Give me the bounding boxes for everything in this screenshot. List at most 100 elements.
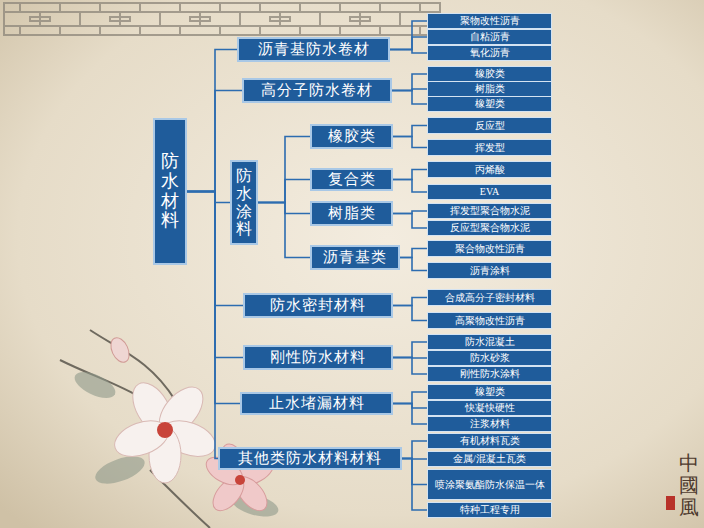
node-text: 反应型: [472, 120, 508, 132]
item-box: 金属/混凝土瓦类: [427, 451, 552, 467]
item-box: 快凝快硬性: [427, 400, 552, 416]
node-text: 防水涂料: [236, 167, 252, 237]
category-box: 树脂类: [310, 201, 393, 226]
item-box: 氧化沥青: [427, 45, 552, 61]
node-text: 防水混凝土: [462, 336, 518, 348]
item-box: 反应型聚合物水泥: [427, 220, 552, 236]
node-text: 橡胶类: [472, 68, 508, 80]
node-text: 高分子防水卷材: [261, 82, 373, 99]
node-text: 聚合物改性沥青: [452, 243, 528, 255]
node-text: 刚性防水材料: [270, 349, 366, 366]
tree-connector: [393, 170, 427, 180]
item-box: 反应型: [427, 117, 552, 134]
category-box: 沥青基类: [310, 245, 400, 270]
group-box: 防水涂料: [230, 160, 258, 245]
node-text: 复合类: [328, 171, 376, 188]
tree-connector: [400, 249, 427, 258]
tree-connector: [400, 258, 427, 271]
item-box: 刚性防水涂料: [427, 366, 552, 382]
tree-connector: [393, 392, 427, 404]
tree-connector: [393, 126, 427, 137]
tree-connector: [393, 358, 427, 375]
item-box: 挥发型: [427, 139, 552, 156]
item-box: 防水混凝土: [427, 334, 552, 350]
node-text: 注浆材料: [467, 418, 513, 430]
item-box: 橡胶类: [427, 66, 552, 82]
tree-connector: [390, 50, 427, 54]
item-box: 聚物改性沥青: [427, 13, 552, 29]
item-box: 防水砂浆: [427, 350, 552, 366]
tree-connector: [392, 91, 427, 105]
node-text: 快凝快硬性: [462, 402, 518, 414]
item-box: 高聚物改性沥青: [427, 312, 552, 329]
tree-connector: [402, 441, 427, 459]
category-box: 防水密封材料: [243, 293, 393, 318]
tree-connector: [402, 459, 427, 511]
category-box: 止水堵漏材料: [240, 392, 393, 415]
item-box: 自粘沥青: [427, 29, 552, 45]
node-text: 其他类防水材料材料: [238, 450, 382, 467]
tree-connector: [187, 192, 230, 203]
tree-connector: [393, 180, 427, 193]
tree-connector: [393, 342, 427, 358]
item-box: 挥发型聚合物水泥: [427, 203, 552, 219]
node-text: 特种工程专用: [457, 504, 523, 516]
category-box: 橡胶类: [310, 124, 393, 149]
category-box: 其他类防水材料材料: [218, 447, 402, 470]
tree-connector: [390, 21, 427, 50]
node-text: EVA: [477, 186, 502, 198]
node-text: 氧化沥青: [467, 47, 513, 59]
tree-connector: [187, 192, 218, 459]
node-text: 沥青涂料: [467, 265, 513, 277]
item-box: EVA: [427, 184, 552, 200]
node-text: 聚物改性沥青: [457, 15, 523, 27]
tree-connector: [258, 203, 310, 214]
item-box: 喷涂聚氨酯防水保温一体: [427, 469, 552, 500]
item-box: 树脂类: [427, 81, 552, 97]
item-box: 有机材料瓦类: [427, 433, 552, 449]
tree-connector: [393, 214, 427, 229]
tree-connector: [258, 180, 310, 203]
node-text: 喷涂聚氨酯防水保温一体: [432, 479, 548, 491]
tree-connector: [390, 37, 427, 50]
node-text: 挥发型: [472, 142, 508, 154]
item-box: 橡塑类: [427, 384, 552, 400]
item-box: 注浆材料: [427, 416, 552, 432]
node-text: 有机材料瓦类: [457, 435, 523, 447]
tree-connector: [402, 459, 427, 485]
item-box: 丙烯酸: [427, 161, 552, 178]
node-text: 自粘沥青: [467, 31, 513, 43]
node-text: 橡塑类: [472, 386, 508, 398]
node-text: 橡胶类: [328, 128, 376, 145]
node-text: 丙烯酸: [472, 164, 508, 176]
lattice-pattern: [4, 3, 440, 35]
item-box: 特种工程专用: [427, 502, 552, 518]
tree-connector: [393, 137, 427, 148]
node-text: 刚性防水涂料: [457, 368, 523, 380]
category-box: 刚性防水材料: [243, 345, 393, 370]
category-box: 高分子防水卷材: [242, 78, 392, 103]
node-text: 反应型聚合物水泥: [447, 222, 533, 234]
tree-connector: [392, 74, 427, 91]
tree-connector: [393, 306, 427, 321]
node-text: 树脂类: [328, 205, 376, 222]
root-box: 防水材料: [153, 118, 187, 265]
node-text: 沥青基防水卷材: [258, 41, 370, 58]
item-box: 聚合物改性沥青: [427, 240, 552, 257]
category-box: 复合类: [310, 168, 393, 191]
node-text: 挥发型聚合物水泥: [447, 205, 533, 217]
node-text: 防水砂浆: [467, 352, 513, 364]
tree-connector: [258, 203, 310, 258]
node-text: 止水堵漏材料: [269, 395, 365, 412]
watermark-text: 中國風: [679, 452, 699, 518]
item-box: 合成高分子密封材料: [427, 289, 552, 306]
node-text: 橡塑类: [472, 98, 508, 110]
item-box: 沥青涂料: [427, 262, 552, 279]
item-box: 橡塑类: [427, 96, 552, 112]
node-text: 树脂类: [472, 83, 508, 95]
node-text: 金属/混凝土瓦类: [450, 453, 529, 465]
node-text: 合成高分子密封材料: [442, 292, 538, 304]
